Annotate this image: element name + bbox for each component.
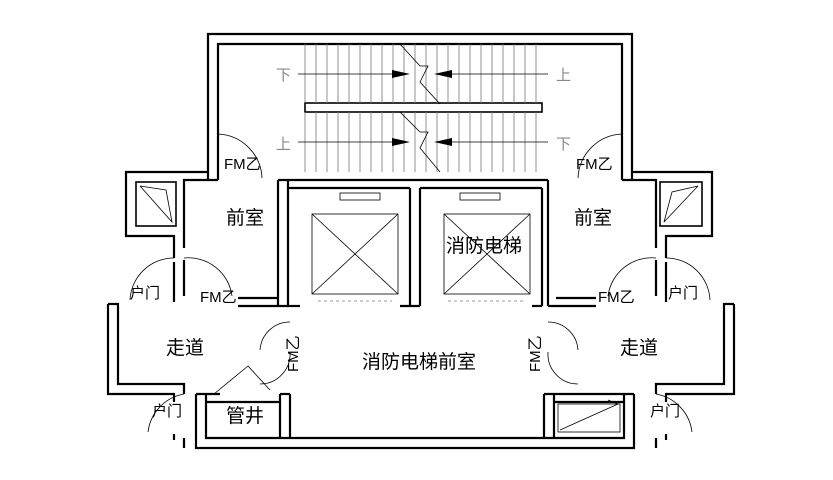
fire-elevator-lobby-label: 消防电梯前室 — [362, 351, 476, 373]
door-swings — [129, 133, 711, 433]
corridor-right-label: 走道 — [620, 337, 658, 359]
unit-door-label-right-lower: 户门 — [650, 403, 680, 420]
pipe-shaft-label: 管井 — [226, 405, 264, 427]
fm-door-label-corridor-left: FM乙 — [200, 289, 237, 306]
fire-elevator-label: 消防电梯 — [446, 235, 522, 257]
corridor-walls — [106, 302, 736, 450]
stair-up-label-right: 上 — [556, 67, 571, 84]
stair-break-lines — [298, 43, 548, 173]
unit-door-label-left-upper: 户门 — [130, 285, 160, 302]
corridor-left-label: 走道 — [166, 337, 204, 359]
fm-door-label-stair-right: FM乙 — [576, 156, 613, 173]
middle-walls — [124, 170, 714, 308]
fm-door-label-corridor-right: FM乙 — [598, 289, 635, 306]
pipe-shaft — [213, 365, 621, 433]
unit-door-label-right-upper: 户门 — [668, 285, 698, 302]
unit-door-label-left-lower: 户门 — [152, 403, 182, 420]
stair-treads — [304, 44, 537, 172]
fm-door-label-stair-left: FM乙 — [224, 156, 261, 173]
anteroom-left-label: 前室 — [226, 207, 264, 229]
anteroom-right-label: 前室 — [574, 207, 612, 229]
stair-up-label-left: 上 — [276, 136, 291, 153]
stair-down-label-left: 下 — [276, 67, 291, 84]
fm-door-label-lobby-right: FM乙 — [527, 335, 544, 372]
fm-door-label-lobby-left: FM乙 — [285, 335, 302, 372]
staircase-walls — [206, 32, 634, 180]
stair-down-label-right: 下 — [556, 136, 571, 153]
side-shafts — [135, 181, 703, 227]
stair-arrow-icons — [392, 70, 452, 146]
elevator-cars — [311, 192, 531, 302]
